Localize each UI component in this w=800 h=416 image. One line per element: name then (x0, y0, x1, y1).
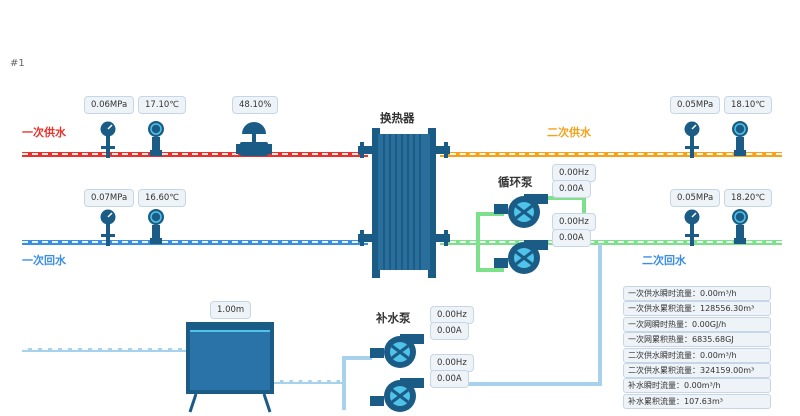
makeup-pump2-current[interactable]: 0.00A (430, 370, 469, 388)
temperature-sensor-icon[interactable] (730, 120, 750, 160)
circulation-loop-pipe (476, 212, 480, 272)
water-tank-icon[interactable] (186, 322, 276, 413)
circulation-loop-pipe (476, 212, 504, 216)
primary-supply-label: 一次供水 (22, 126, 66, 139)
temperature-sensor-icon[interactable] (146, 120, 166, 160)
control-valve-icon[interactable] (234, 122, 274, 162)
secondary-return-label: 二次回水 (642, 254, 686, 267)
secondary-supply-pressure[interactable]: 0.05MPa (670, 96, 721, 114)
makeup-outlet-pipe (274, 380, 346, 384)
pump-icon[interactable] (370, 330, 426, 370)
pump-icon[interactable] (494, 238, 550, 278)
primary-return-pipe (22, 240, 368, 245)
page-id: #1 (10, 58, 25, 69)
stat-row: 补水瞬时流量：0.00m³/h (623, 378, 771, 394)
stat-row: 一次网瞬时热量：0.00GJ/h (623, 316, 771, 332)
stat-row: 二次供水累积流量：324159.00m³ (623, 363, 771, 378)
circulation-loop-pipe (476, 268, 504, 272)
secondary-supply-temperature[interactable]: 18.10℃ (724, 96, 772, 114)
circulation-pump1-current[interactable]: 0.00A (552, 180, 591, 198)
pressure-gauge-icon[interactable] (98, 120, 118, 160)
secondary-return-pressure[interactable]: 0.05MPa (670, 189, 721, 207)
makeup-inlet-pipe (22, 348, 188, 352)
makeup-loop-pipe (598, 244, 602, 386)
temperature-sensor-icon[interactable] (730, 208, 750, 248)
plate-heat-exchanger-icon[interactable] (358, 128, 450, 278)
stat-row: 补水累积流量：107.63m³ (623, 393, 771, 409)
pump-icon[interactable] (494, 190, 550, 230)
circulation-loop-pipe (546, 196, 586, 200)
circulation-pump2-current[interactable]: 0.00A (552, 229, 591, 247)
primary-supply-valve-opening[interactable]: 48.10% (232, 96, 279, 114)
makeup-loop-pipe (342, 356, 346, 410)
pressure-gauge-icon[interactable] (98, 208, 118, 248)
water-tank-level[interactable]: 1.00m (210, 301, 252, 319)
makeup-pump1-frequency[interactable]: 0.00Hz (430, 306, 474, 324)
primary-supply-pipe (22, 152, 368, 157)
temperature-sensor-icon[interactable] (146, 208, 166, 248)
secondary-return-temperature[interactable]: 18.20℃ (724, 189, 772, 207)
primary-return-label: 一次回水 (22, 254, 66, 267)
primary-return-temperature[interactable]: 16.60℃ (138, 189, 186, 207)
circulation-pumps-label: 循环泵 (498, 175, 533, 189)
stat-row: 一次供水累积流量：128556.30m³ (623, 301, 771, 317)
secondary-supply-label: 二次供水 (547, 126, 591, 139)
primary-supply-temperature[interactable]: 17.10℃ (138, 96, 186, 114)
secondary-return-pipe (440, 240, 782, 245)
secondary-supply-pipe (440, 152, 782, 157)
primary-return-pressure[interactable]: 0.07MPa (84, 189, 135, 207)
pump-icon[interactable] (370, 376, 426, 416)
stat-row: 二次供水瞬时流量：0.00m³/h (623, 347, 771, 363)
stat-row: 一次供水瞬时流量：0.00m³/h (623, 286, 771, 301)
makeup-pumps-label: 补水泵 (376, 311, 411, 325)
makeup-pump1-current[interactable]: 0.00A (430, 322, 469, 340)
heat-exchanger-label: 换热器 (380, 111, 415, 125)
pressure-gauge-icon[interactable] (682, 120, 702, 160)
stat-row: 一次网累积热量：6835.68GJ (623, 332, 771, 348)
makeup-loop-pipe (342, 356, 372, 360)
primary-supply-pressure[interactable]: 0.06MPa (84, 96, 135, 114)
pressure-gauge-icon[interactable] (682, 208, 702, 248)
makeup-loop-pipe (430, 382, 602, 386)
